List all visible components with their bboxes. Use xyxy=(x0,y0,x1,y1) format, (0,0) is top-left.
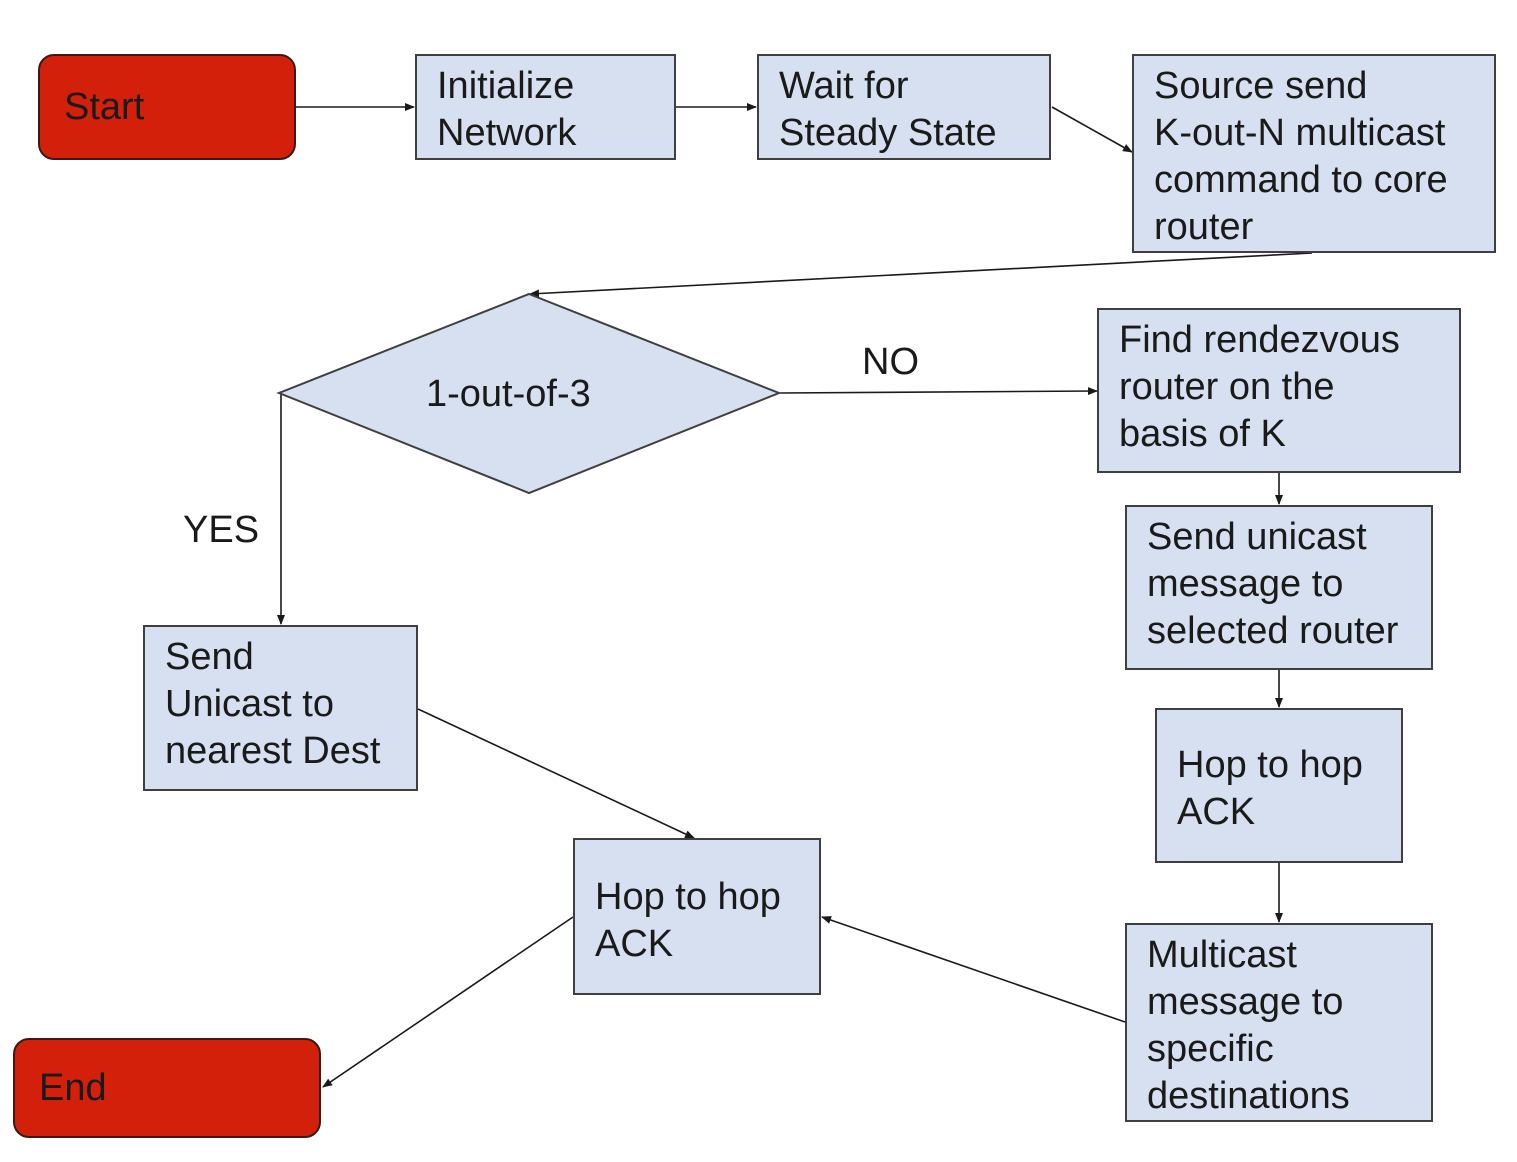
start-label: Start xyxy=(64,85,145,128)
arrow-hop-center-to-end xyxy=(322,916,574,1088)
arrow-source-to-decision xyxy=(529,252,1313,298)
end-label: End xyxy=(39,1066,107,1109)
multicast-specific-box: Multicast message to specific destinatio… xyxy=(1125,923,1433,1122)
arrow-multicast-to-hop-center xyxy=(821,916,1126,1023)
decision-diamond xyxy=(276,292,782,495)
send-unicast-selected-box: Send unicast message to selected router xyxy=(1125,505,1433,670)
arrow-wait-to-source xyxy=(1051,106,1133,153)
end-terminal: End xyxy=(13,1038,321,1138)
source-send-box: Source send K-out-N multicast command to… xyxy=(1132,54,1496,253)
edge-label-yes: YES xyxy=(183,509,260,551)
find-rendezvous-box: Find rendezvous router on the basis of K xyxy=(1097,308,1461,473)
initialize-network-box: Initialize Network xyxy=(415,54,676,160)
arrow-nearest-to-hop-center xyxy=(417,708,695,839)
send-unicast-nearest-box: Send Unicast to nearest Dest xyxy=(143,625,418,791)
start-terminal: Start xyxy=(38,54,296,160)
hop-ack-center-box: Hop to hop ACK xyxy=(573,838,821,995)
edge-label-no: NO xyxy=(862,341,919,383)
hop-ack-right-box: Hop to hop ACK xyxy=(1155,708,1403,863)
decision-label: 1-out-of-3 xyxy=(426,373,591,415)
arrow-decision-no xyxy=(778,387,1098,396)
wait-steady-state-box: Wait for Steady State xyxy=(757,54,1051,160)
